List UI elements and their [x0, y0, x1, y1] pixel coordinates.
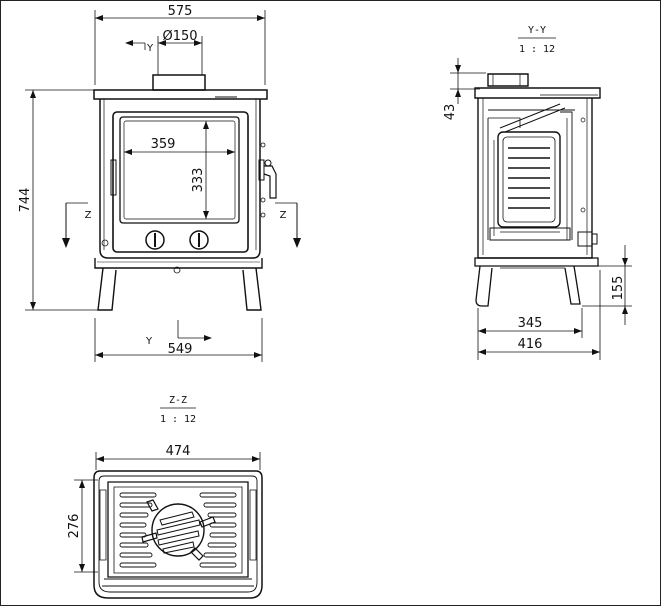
door-frame	[113, 112, 248, 252]
dim-depth: 416	[518, 337, 543, 352]
air-control-knob-left	[146, 231, 164, 249]
plan-section-scale: 1 : 12	[160, 414, 196, 425]
dim-plan-width: 474	[166, 444, 191, 459]
plan-grate-bars	[157, 512, 200, 553]
front-view	[25, 10, 301, 362]
plan-firebox	[108, 482, 248, 577]
dim-height: 744	[18, 188, 33, 213]
plan-section-labels: Z-Z 1 : 12 474 276	[67, 395, 196, 538]
dim-leg-height: 155	[611, 276, 626, 301]
side-section-scale: 1 : 12	[519, 44, 555, 55]
side-section-labels: Y-Y 1 : 12 43 155 345 416	[443, 25, 626, 352]
side-leg-rear	[565, 266, 580, 304]
firebox-rear-panel	[498, 132, 560, 227]
plan-grate-slots	[120, 493, 236, 567]
plan-section-view	[74, 408, 262, 598]
plan-outer-body	[94, 471, 262, 598]
stove-body	[100, 99, 260, 258]
door-handle	[259, 160, 264, 180]
front-view-labels: 575 Ø150 Y 359 333 744 Z Z Y 549	[18, 4, 287, 357]
dim-door-width: 359	[151, 137, 176, 152]
door-glass	[120, 117, 239, 223]
dim-inner-depth: 345	[518, 316, 543, 331]
side-section-view	[450, 38, 632, 360]
dim-width-top: 575	[168, 4, 193, 19]
side-leg-front	[476, 266, 492, 306]
section-label-z-left: Z	[85, 210, 92, 221]
leg-left	[98, 268, 116, 310]
leg-right	[243, 268, 261, 310]
section-label-z-right: Z	[280, 210, 287, 221]
section-label-y-bottom: Y	[145, 336, 153, 347]
side-section-title: Y-Y	[528, 25, 546, 36]
dim-top-offset: 43	[443, 104, 458, 121]
dim-flue-diameter: Ø150	[162, 29, 197, 44]
section-label-y-top: Y	[146, 43, 154, 54]
flue-collar	[153, 75, 205, 90]
dim-plan-depth: 276	[67, 514, 82, 539]
air-control-knob-right	[190, 231, 208, 249]
stove-top-plate	[94, 90, 267, 99]
plan-grate-circle	[152, 504, 204, 556]
dim-door-height: 333	[191, 168, 206, 193]
dim-base-width: 549	[168, 342, 193, 357]
plan-section-title: Z-Z	[169, 395, 187, 406]
